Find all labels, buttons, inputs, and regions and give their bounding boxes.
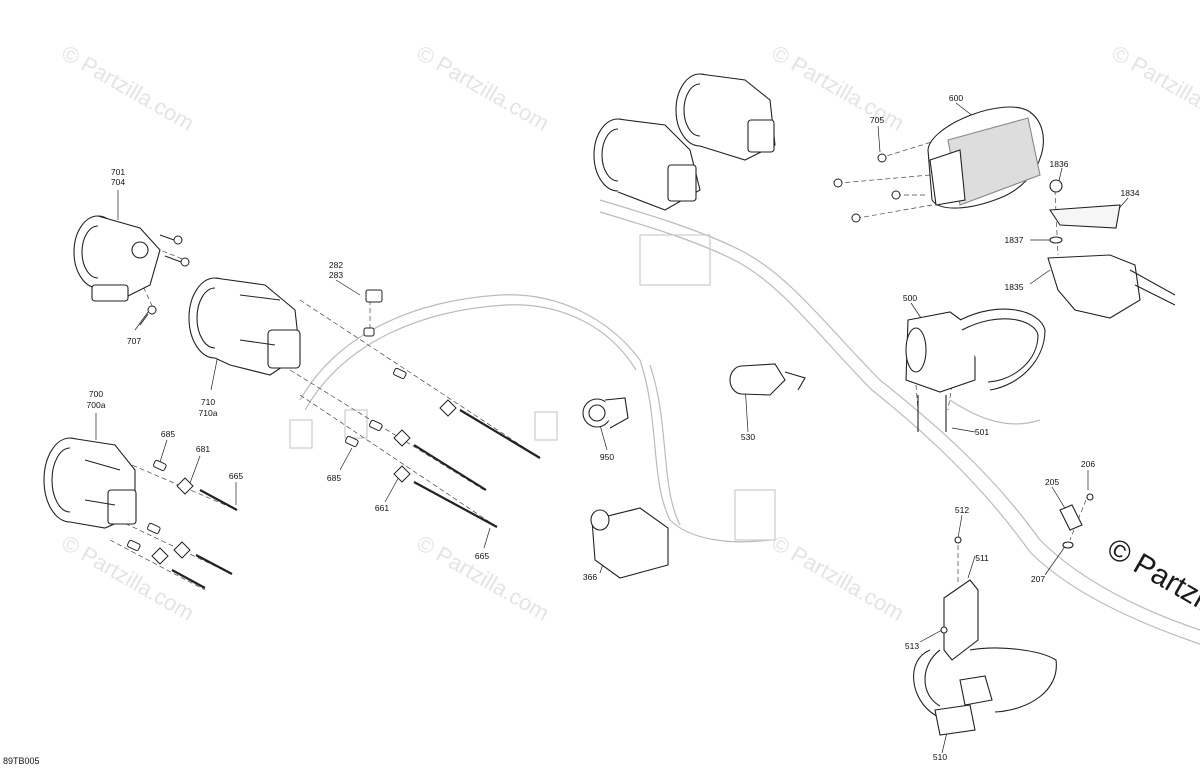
callout-501: 501: [974, 427, 990, 437]
diagram-code: 89TB005: [3, 756, 40, 766]
bracket-511: [913, 536, 1057, 736]
headlight-700: [43, 437, 137, 529]
callout-283: 283: [328, 270, 344, 280]
callout-512: 512: [954, 505, 970, 515]
callout-665: 665: [474, 551, 490, 561]
housing-701-704: [73, 215, 161, 302]
callout-205: 205: [1044, 477, 1060, 487]
switch-500: [905, 308, 1046, 432]
rods-665: [171, 409, 541, 589]
callout-681: 681: [195, 444, 211, 454]
callout-661: 661: [374, 503, 390, 513]
callout-366: 366: [582, 572, 598, 582]
screws-701: [159, 234, 190, 267]
screws-705: [833, 153, 901, 223]
callout-701: 701: [110, 167, 126, 177]
leader-lines: [95, 102, 1129, 754]
headlight-710: [188, 277, 301, 376]
callout-1835: 1835: [1004, 282, 1024, 292]
cover-600: [927, 106, 1044, 209]
callout-700: 700: [88, 389, 104, 399]
callout-500: 500: [902, 293, 918, 303]
connector-282: [363, 289, 383, 337]
callout-530: 530: [740, 432, 756, 442]
headlight-cluster: [593, 73, 776, 211]
callout-513: 513: [904, 641, 920, 651]
callout-710: 710: [200, 397, 216, 407]
switch-1835: [1047, 179, 1176, 319]
adjusters-681: [151, 399, 457, 565]
callout-685: 685: [326, 473, 342, 483]
callout-206: 206: [1080, 459, 1096, 469]
callout-700a: 700a: [86, 400, 106, 410]
callout-511: 511: [975, 553, 989, 563]
wiring-harness: [289, 199, 1200, 645]
connector-366: [590, 507, 669, 579]
callout-665: 665: [228, 471, 244, 481]
ignition-530: [729, 363, 806, 396]
callout-282: 282: [328, 260, 344, 270]
callout-1837: 1837: [1004, 235, 1024, 245]
screw-707: [139, 305, 157, 326]
callout-1834: 1834: [1120, 188, 1140, 198]
callout-704: 704: [110, 177, 126, 187]
callout-600: 600: [948, 93, 964, 103]
callout-705: 705: [869, 115, 885, 125]
callout-950: 950: [599, 452, 615, 462]
callout-707: 707: [126, 336, 142, 346]
callout-685: 685: [160, 429, 176, 439]
callout-710a: 710a: [198, 408, 218, 418]
callout-1836: 1836: [1049, 159, 1069, 169]
springs-685: [127, 367, 407, 552]
switch-950: [582, 397, 629, 429]
callout-207: 207: [1030, 574, 1046, 584]
callout-510: 510: [932, 752, 948, 762]
clip-205: [1059, 493, 1094, 549]
